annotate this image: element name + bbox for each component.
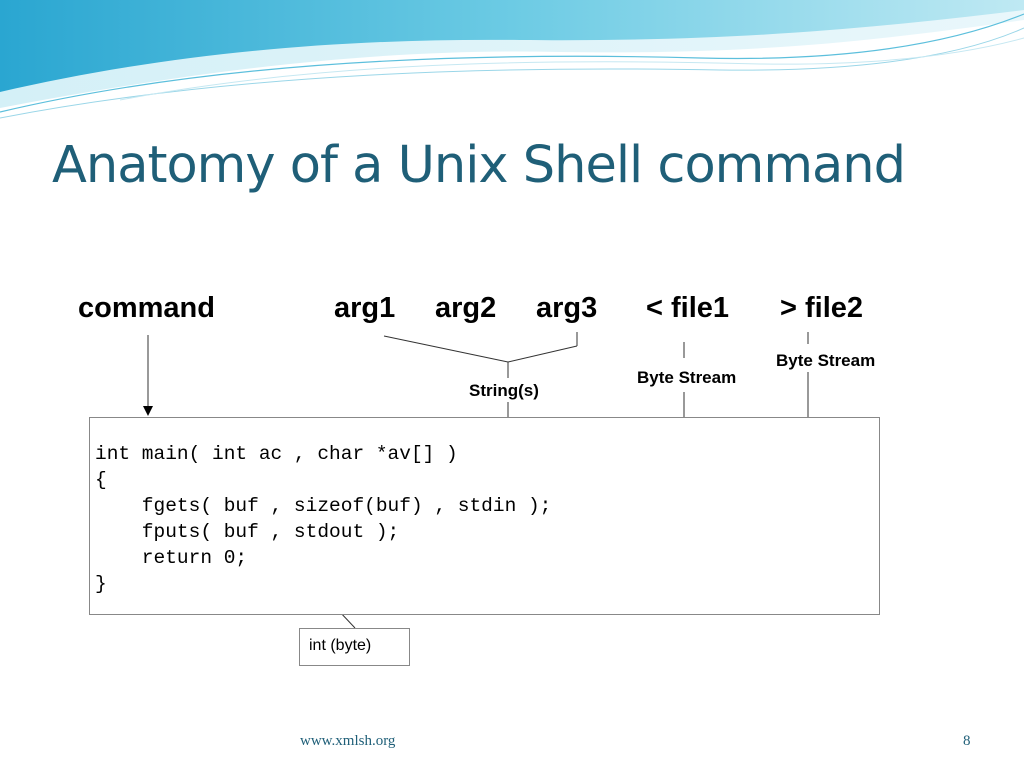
input-redirect-label: < file1 <box>646 292 730 324</box>
code-line: } <box>95 573 107 595</box>
footer-url[interactable]: www.xmlsh.org <box>300 733 396 749</box>
slide-title: Anatomy of a Unix Shell command <box>52 136 906 195</box>
code-line: fputs( buf , stdout ); <box>95 521 400 543</box>
header-wave-decoration <box>0 0 1024 119</box>
code-box <box>89 417 880 615</box>
arg1-label: arg1 <box>334 292 396 324</box>
arg1-connector <box>383 335 509 363</box>
code-line: { <box>95 469 107 491</box>
command-label: command <box>78 292 215 324</box>
byte-stream-output-label: Byte Stream <box>776 351 876 370</box>
arg3-connector-diag <box>507 345 578 363</box>
code-line: fgets( buf , sizeof(buf) , stdin ); <box>95 495 552 517</box>
code-listing: int main( int ac , char *av[] ) { fgets(… <box>95 441 551 597</box>
arg3-label: arg3 <box>536 292 598 324</box>
strings-label: String(s) <box>469 381 539 400</box>
byte-stream-input-label: Byte Stream <box>637 368 737 387</box>
return-type-label: int (byte) <box>309 637 372 654</box>
output-redirect-label: > file2 <box>780 292 864 324</box>
arg2-label: arg2 <box>435 292 497 324</box>
code-line: return 0; <box>95 547 248 569</box>
return-type-box <box>299 628 410 666</box>
page-number: 8 <box>963 733 971 749</box>
code-line: int main( int ac , char *av[] ) <box>95 443 458 465</box>
